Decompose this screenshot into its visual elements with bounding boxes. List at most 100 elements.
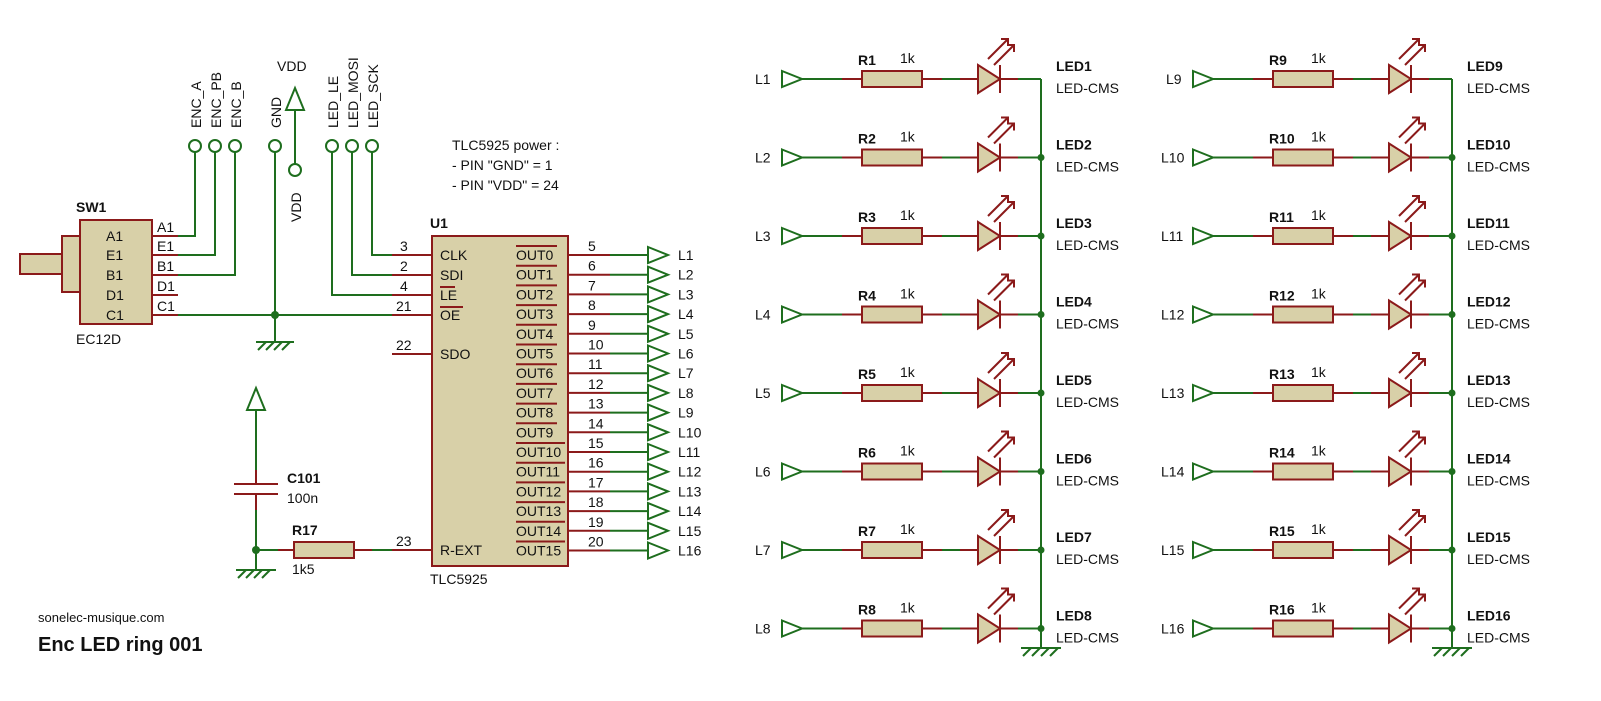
resistor-value: 1k bbox=[900, 364, 916, 380]
u1-pin-name: OUT10 bbox=[516, 444, 561, 460]
led-diode-icon bbox=[1388, 298, 1413, 331]
connector-label: VDD bbox=[288, 192, 304, 222]
net-arrow-icon bbox=[647, 541, 671, 560]
u1-pin-number: 18 bbox=[588, 494, 604, 510]
led-diode-icon bbox=[1388, 377, 1413, 409]
sw1-pin-name: D1 bbox=[106, 287, 124, 303]
connector-label: ENC_B bbox=[228, 81, 244, 128]
net-arrow-icon bbox=[647, 481, 671, 501]
led-ref: LED8 bbox=[1056, 608, 1092, 624]
net-label: L5 bbox=[678, 326, 694, 342]
net-arrow-icon bbox=[647, 521, 671, 541]
resistor-ref: R1 bbox=[858, 52, 876, 68]
resistor-body bbox=[861, 148, 923, 167]
net-label: L8 bbox=[678, 385, 694, 401]
net-label: L10 bbox=[1161, 150, 1185, 166]
connector-label: LED_MOSI bbox=[345, 57, 361, 128]
light-emission-icon bbox=[987, 273, 1015, 302]
sw1-net-label: C1 bbox=[157, 298, 175, 314]
sw1-net-label: B1 bbox=[157, 258, 174, 274]
light-emission-icon bbox=[987, 38, 1015, 66]
ground-symbol-icon bbox=[236, 569, 276, 579]
led-value: LED-CMS bbox=[1467, 80, 1530, 96]
light-emission-icon bbox=[1398, 352, 1426, 380]
connector-label: LED_SCK bbox=[365, 64, 381, 128]
resistor-value: 1k bbox=[1311, 129, 1327, 145]
sw1-pin-name: A1 bbox=[106, 228, 123, 244]
resistor-value: 1k bbox=[1311, 50, 1327, 66]
net-label: L4 bbox=[755, 307, 771, 323]
u1-pin-name: OUT14 bbox=[516, 523, 561, 539]
sw1-net-label: E1 bbox=[157, 238, 174, 254]
net-label: L15 bbox=[678, 523, 702, 539]
resistor-ref: R11 bbox=[1269, 209, 1294, 225]
led-value: LED-CMS bbox=[1056, 237, 1119, 253]
resistor-ref: R10 bbox=[1269, 131, 1295, 147]
connector-pin-enc-b bbox=[228, 139, 242, 153]
sw1-net-label: D1 bbox=[157, 278, 175, 294]
net-arrow-icon bbox=[781, 462, 805, 481]
led-ref: LED16 bbox=[1467, 608, 1511, 624]
u1-pin-name: OUT11 bbox=[516, 464, 560, 480]
resistor-body bbox=[1272, 384, 1334, 402]
resistor-body bbox=[1272, 227, 1334, 245]
sw1-body bbox=[79, 219, 153, 325]
net-arrow-icon bbox=[647, 344, 671, 363]
power-note-line: TLC5925 power : bbox=[452, 137, 559, 153]
led-ref: LED15 bbox=[1467, 529, 1511, 545]
net-arrow-icon bbox=[647, 442, 671, 462]
u1-pin-number: 16 bbox=[588, 455, 604, 471]
led-ref: LED9 bbox=[1467, 58, 1503, 74]
connector-label: ENC_A bbox=[188, 81, 204, 128]
resistor-value: 1k bbox=[900, 521, 916, 537]
net-label: L6 bbox=[678, 346, 694, 362]
led-ref: LED10 bbox=[1467, 137, 1511, 153]
net-arrow-icon bbox=[781, 226, 805, 246]
resistor-body bbox=[861, 541, 923, 559]
u1-pin-name: OUT12 bbox=[516, 483, 561, 499]
light-emission-icon bbox=[987, 352, 1015, 380]
led-ref: LED14 bbox=[1467, 451, 1511, 467]
u1-pin-name: OUT8 bbox=[516, 405, 554, 421]
resistor-value: 1k bbox=[900, 443, 916, 459]
r17-ref: R17 bbox=[292, 522, 318, 538]
resistor-ref: R14 bbox=[1269, 445, 1295, 461]
resistor-ref: R9 bbox=[1269, 52, 1287, 68]
u1-pin-name: OUT4 bbox=[516, 326, 554, 342]
led-value: LED-CMS bbox=[1467, 316, 1530, 332]
u1-pin-number: 20 bbox=[588, 534, 604, 550]
net-label: L3 bbox=[755, 228, 771, 244]
resistor-ref: R12 bbox=[1269, 288, 1295, 304]
u1-pin-name: OUT0 bbox=[516, 247, 554, 263]
net-label: L11 bbox=[678, 444, 701, 460]
net-label: L9 bbox=[678, 405, 694, 421]
resistor-body bbox=[1272, 70, 1334, 88]
net-arrow-icon bbox=[647, 324, 671, 344]
led-ref: LED1 bbox=[1056, 58, 1092, 74]
light-emission-icon bbox=[1398, 587, 1426, 616]
net-label: L16 bbox=[1161, 621, 1185, 637]
resistor-value: 1k bbox=[900, 207, 916, 223]
connector-pin-led-le bbox=[325, 139, 339, 153]
left-circuit bbox=[19, 85, 569, 579]
ground-symbol-icon bbox=[256, 341, 294, 351]
led-diode-icon bbox=[977, 63, 1002, 95]
led-value: LED-CMS bbox=[1056, 80, 1119, 96]
net-arrow-icon bbox=[647, 501, 671, 521]
u1-pin-number: 17 bbox=[588, 474, 604, 490]
sw1-pin-name: E1 bbox=[106, 247, 123, 263]
net-label: L11 bbox=[1161, 228, 1184, 244]
led-value: LED-CMS bbox=[1056, 630, 1119, 646]
resistor-body bbox=[1272, 148, 1334, 167]
resistor-value: 1k bbox=[900, 50, 916, 66]
led-value: LED-CMS bbox=[1467, 394, 1530, 410]
resistor-value: 1k bbox=[1311, 286, 1327, 302]
u1-pin-name: OUT1 bbox=[516, 267, 554, 283]
led-value: LED-CMS bbox=[1467, 551, 1530, 567]
light-emission-icon bbox=[987, 430, 1015, 459]
u1-pin-number: 22 bbox=[396, 337, 412, 353]
